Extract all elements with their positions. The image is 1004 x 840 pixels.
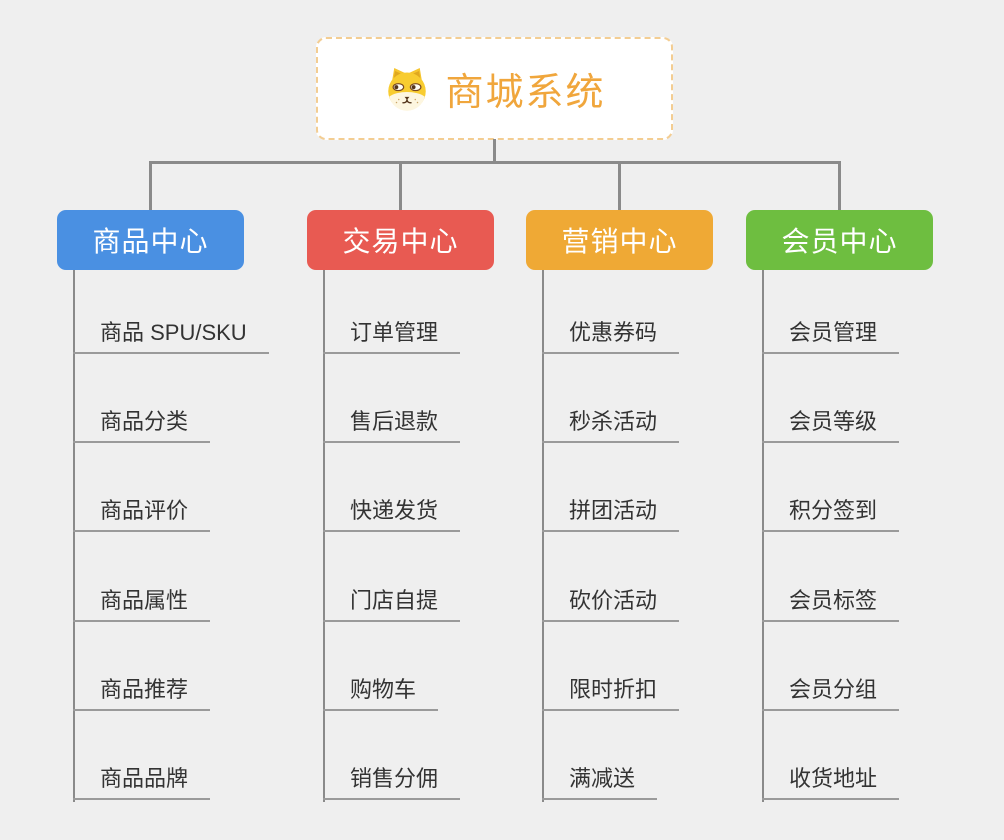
child-topic[interactable]: 商品 SPU/SKU bbox=[73, 320, 269, 354]
connector-drop bbox=[149, 161, 152, 210]
child-topic[interactable]: 快递发货 bbox=[323, 498, 461, 533]
branch-topic-trade-center[interactable]: 交易中心 bbox=[307, 210, 494, 270]
branch-topic-label: 交易中心 bbox=[342, 226, 459, 257]
child-topic[interactable]: 限时折扣 bbox=[542, 677, 680, 711]
child-topic[interactable]: 会员标签 bbox=[762, 588, 900, 622]
child-topic[interactable]: 商品属性 bbox=[73, 588, 211, 622]
child-topic[interactable]: 会员分组 bbox=[762, 677, 900, 711]
child-topic[interactable]: 优惠券码 bbox=[542, 320, 680, 354]
child-topic[interactable]: 商品推荐 bbox=[73, 677, 211, 711]
connector-rail bbox=[149, 161, 841, 164]
branch-marketing-center: 营销中心 优惠券码秒杀活动拼团活动砍价活动限时折扣满减送 bbox=[526, 210, 713, 810]
root-topic[interactable]: 商城系统 bbox=[316, 37, 673, 140]
branch-topic-label: 商品中心 bbox=[92, 226, 209, 257]
branch-topic-label: 会员中心 bbox=[781, 226, 898, 257]
child-topic[interactable]: 积分签到 bbox=[762, 498, 900, 533]
root-topic-label: 商城系统 bbox=[445, 72, 606, 114]
connector-line bbox=[73, 270, 75, 802]
branch-topic-label: 营销中心 bbox=[561, 226, 678, 257]
shiba-dog-icon bbox=[383, 65, 431, 113]
connector-line bbox=[762, 270, 764, 802]
branch-member-center: 会员中心 会员管理会员等级积分签到会员标签会员分组收货地址 bbox=[746, 210, 933, 810]
child-topic[interactable]: 订单管理 bbox=[323, 320, 461, 354]
child-topic[interactable]: 售后退款 bbox=[323, 409, 461, 444]
connector-root-trunk bbox=[493, 139, 496, 164]
child-topic[interactable]: 商品品牌 bbox=[73, 766, 211, 800]
branch-trade-center: 交易中心 订单管理售后退款快递发货门店自提购物车销售分佣 bbox=[307, 210, 494, 810]
connector-drop bbox=[618, 161, 621, 210]
child-topic[interactable]: 拼团活动 bbox=[542, 498, 680, 533]
child-topic[interactable]: 收货地址 bbox=[762, 766, 900, 800]
connector-line bbox=[542, 270, 544, 802]
child-topic[interactable]: 商品评价 bbox=[73, 498, 211, 533]
child-topic[interactable]: 秒杀活动 bbox=[542, 409, 680, 444]
child-topic[interactable]: 会员等级 bbox=[762, 409, 900, 444]
connector-drop bbox=[838, 161, 841, 210]
branch-topic-marketing-center[interactable]: 营销中心 bbox=[526, 210, 713, 270]
child-topic[interactable]: 门店自提 bbox=[323, 588, 461, 622]
child-topic[interactable]: 销售分佣 bbox=[323, 766, 461, 800]
branch-topic-member-center[interactable]: 会员中心 bbox=[746, 210, 933, 270]
child-topic[interactable]: 砍价活动 bbox=[542, 588, 680, 622]
child-topic[interactable]: 会员管理 bbox=[762, 320, 900, 354]
connector-line bbox=[323, 270, 325, 802]
child-topic[interactable]: 购物车 bbox=[323, 677, 439, 711]
branch-product-center: 商品中心 商品 SPU/SKU 商品分类商品评价商品属性商品推荐商品品牌 bbox=[57, 210, 269, 810]
child-topic[interactable]: 满减送 bbox=[542, 766, 658, 800]
branch-topic-product-center[interactable]: 商品中心 bbox=[57, 210, 244, 270]
connector-drop bbox=[399, 161, 402, 210]
child-topic[interactable]: 商品分类 bbox=[73, 409, 211, 444]
